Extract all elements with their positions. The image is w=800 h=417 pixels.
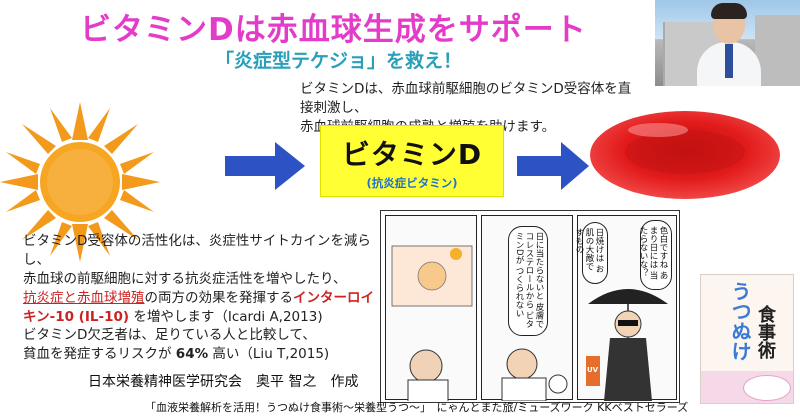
- speech-bubble: 色白ですね あまり日には 当たらないな？: [638, 220, 672, 290]
- skin-diagram-icon: [391, 245, 473, 402]
- book-title-a: うつぬけ: [728, 281, 752, 361]
- deficiency-risk-text: ビタミンD欠乏者は、足りている人と比較して、 貧血を発症するリスクが 64% 高…: [23, 327, 330, 362]
- arrow-right-icon: [225, 142, 305, 190]
- book-title-b: 食事術: [755, 305, 776, 359]
- author-credit: 日本栄養精神医学研究会 奥平 智之 作成: [88, 374, 359, 390]
- vitamin-d-box: ビタミンD (抗炎症ビタミン): [320, 125, 504, 197]
- anti-inflammatory-label: (抗炎症ビタミン): [366, 176, 458, 190]
- speech-bubble: 日に当たらないと 皮膚でコレステロールから ビタミンDが つくられない: [508, 226, 548, 336]
- red-blood-cell-image: [590, 111, 780, 199]
- sun-icon: [0, 102, 160, 262]
- manga-illustration: 日に当たらないと 皮膚でコレステロールから ビタミンDが つくられない 色白です…: [380, 210, 680, 403]
- vitamin-d-label: ビタミンD: [341, 138, 483, 171]
- uv-label: UV: [587, 366, 599, 374]
- slide-subtitle: 「炎症型テケジョ」を救え！: [215, 50, 463, 72]
- source-caption: 「血液栄養解析を活用！うつぬけ食事術〜栄養型うつ〜」 にゃんとまた旅/ミューズワ…: [145, 401, 689, 414]
- doctor-character-icon: [501, 348, 568, 402]
- umbrella-character-icon: [586, 289, 668, 401]
- slide-title: ビタミンDは赤血球生成をサポート: [80, 12, 587, 48]
- book-cover: うつぬけ 食事術: [700, 274, 794, 404]
- presenter-photo: [655, 0, 800, 86]
- speech-bubble: 日焼けは お肌の大敵ですもの: [574, 222, 608, 284]
- arrow-right-icon: [517, 142, 589, 190]
- vdr-activation-text: ビタミンD受容体の活性化は、炎症性サイトカインを減らし、 赤血球の前駆細胞に対す…: [23, 233, 374, 325]
